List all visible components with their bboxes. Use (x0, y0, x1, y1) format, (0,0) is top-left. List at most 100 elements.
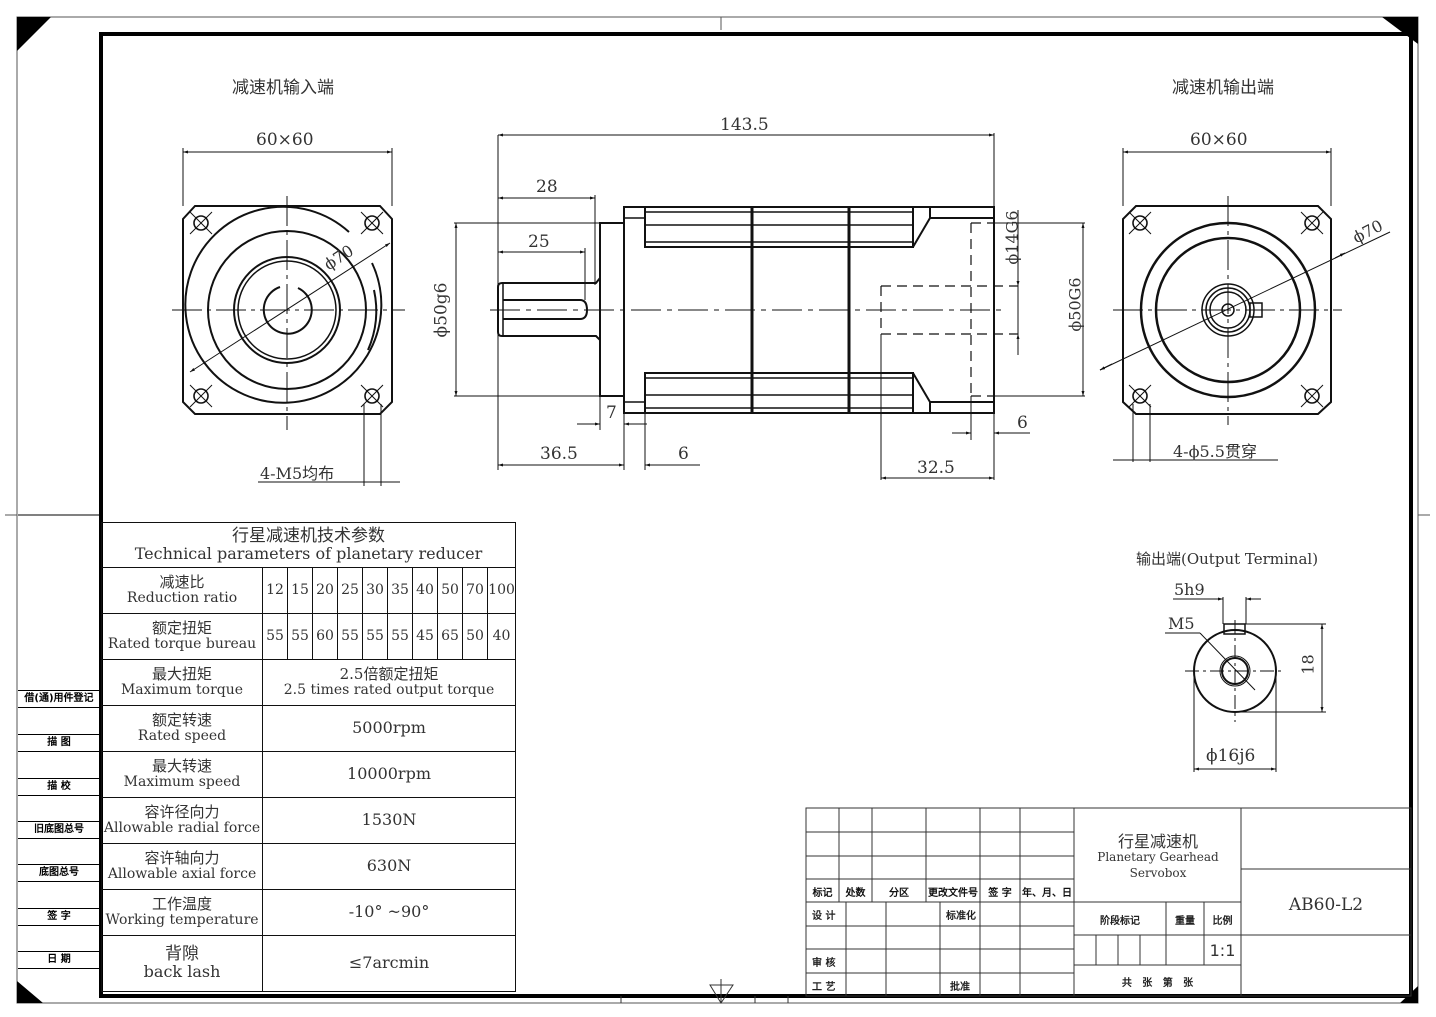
model-number: AB60-L2 (1288, 895, 1364, 915)
thread-dim: M5 (1168, 614, 1195, 633)
product-name-en-1: Planetary Gearhead (1097, 850, 1219, 864)
sheet-count: 共 张 第 张 (1121, 978, 1194, 989)
torque-cell: 55 (337, 613, 364, 660)
output-terminal-title: 输出端(Output Terminal) (1136, 550, 1319, 568)
tech-title-en: Technical parameters of planetary reduce… (134, 543, 483, 563)
row-label-en: Reduction ratio (126, 590, 238, 607)
overall-length-dim: 143.5 (720, 115, 769, 135)
torque-cell: 55 (287, 613, 314, 660)
strip-trace: 描 图 (18, 734, 100, 752)
row-label-en: Rated speed (137, 728, 227, 745)
scale-value: 1:1 (1209, 941, 1236, 960)
row-value: 2.5 times rated output torque (283, 682, 495, 699)
row-label-en: Working temperature (105, 912, 259, 929)
torque-cell: 55 (262, 613, 289, 660)
torque-cell: 55 (362, 613, 389, 660)
bore-depth-dim: 32.5 (917, 458, 955, 478)
corner-mark-bl (17, 981, 43, 1003)
flange-offset-dim: 36.5 (540, 444, 578, 464)
scale-label: 比例 (1212, 916, 1233, 927)
side-view (454, 133, 1085, 480)
input-holes-dim: 4-M5均布 (260, 464, 335, 483)
row-value: 10000rpm (262, 751, 516, 798)
process-label: 工 艺 (812, 982, 836, 993)
corner-mark-tl (17, 17, 51, 51)
row-label-cn: 工作温度 (152, 895, 213, 914)
strip-signature: 签 字 (18, 908, 100, 926)
ratio-cell: 30 (362, 567, 389, 614)
row-label-cn: 最大转速 (152, 757, 213, 776)
bore-dia-dim: ϕ14G6 (1002, 210, 1022, 265)
row-label-cn: 额定转速 (152, 711, 213, 730)
ratio-cell: 12 (262, 567, 289, 614)
strip-old-base-no: 旧底图总号 (18, 821, 100, 839)
row-value: 5000rpm (262, 705, 516, 752)
strip-trace-check: 描 校 (18, 778, 100, 796)
row-label-cn: 额定扭矩 (152, 619, 213, 638)
tech-table-title: 行星减速机技术参数 Technical parameters of planet… (101, 522, 516, 568)
output-terminal-view (1165, 597, 1326, 772)
row-value: -10° ~90° (262, 889, 516, 936)
weight-label: 重量 (1175, 916, 1195, 927)
tech-title-cn: 行星减速机技术参数 (232, 525, 385, 546)
product-name-cn: 行星减速机 (1117, 832, 1198, 851)
torque-cell: 55 (387, 613, 414, 660)
input-size-dim: 60×60 (256, 130, 314, 150)
rev-header-count: 处数 (845, 888, 866, 899)
row-value: 630N (262, 843, 516, 890)
pilot-depth-dim: 7 (606, 403, 617, 423)
row-label-en: Maximum speed (123, 774, 241, 791)
row-label-en: Allowable axial force (107, 866, 257, 883)
row-label-cn: 容许径向力 (144, 803, 220, 822)
key-length-dim: 25 (528, 232, 550, 252)
rev-header-date: 年、月、日 (1022, 888, 1072, 899)
rev-header-mark: 标记 (812, 888, 833, 899)
ratio-cell: 15 (287, 567, 314, 614)
output-recess-dim: 6 (1017, 413, 1028, 433)
row-label-en: back lash (143, 962, 221, 982)
row-value-cn: 2.5倍额定扭矩 (339, 665, 439, 684)
shaft-dia-dim: ϕ16j6 (1206, 746, 1256, 766)
ratio-cell: 40 (412, 567, 439, 614)
row-label-en: Allowable radial force (103, 820, 261, 837)
torque-cell: 65 (437, 613, 464, 660)
flange-thickness-dim: 6 (678, 444, 689, 464)
rev-header-signature: 签 字 (988, 888, 1012, 899)
stage-mark-label: 阶段标记 (1100, 916, 1140, 927)
rev-header-doc-no: 更改文件号 (928, 888, 978, 899)
rev-header-zone: 分区 (889, 888, 909, 899)
standardize-label: 标准化 (946, 911, 976, 922)
input-flange-view (172, 148, 405, 486)
torque-cell: 60 (312, 613, 339, 660)
row-value: ≤7arcmin (262, 935, 516, 992)
revision-header-row: 标记 处数 分区 更改文件号 签 字 年、月、日 (806, 879, 1074, 902)
ratio-cell: 20 (312, 567, 339, 614)
design-label: 设 计 (812, 911, 836, 922)
ratio-cell: 50 (437, 567, 464, 614)
output-end-title: 减速机输出端 (1172, 78, 1274, 98)
output-size-dim: 60×60 (1190, 130, 1248, 150)
row-label-cn: 减速比 (159, 573, 205, 592)
torque-cell: 50 (462, 613, 489, 660)
ratio-cell: 100 (487, 567, 516, 614)
approve-label: 批准 (950, 982, 970, 993)
product-name-en-2: Servobox (1129, 866, 1187, 880)
strip-borrow-register: 借(通)用件登记 (18, 690, 100, 708)
pilot-dia-dim: ϕ50g6 (431, 282, 452, 338)
strip-date: 日 期 (18, 951, 100, 969)
row-value: 1530N (262, 797, 516, 844)
key-width-dim: 5h9 (1174, 580, 1205, 599)
ratio-cell: 35 (387, 567, 414, 614)
row-label-cn: 背隙 (165, 944, 200, 965)
title-block-grid (805, 807, 1412, 997)
row-label-cn: 最大扭矩 (152, 665, 213, 684)
torque-cell: 40 (487, 613, 516, 660)
